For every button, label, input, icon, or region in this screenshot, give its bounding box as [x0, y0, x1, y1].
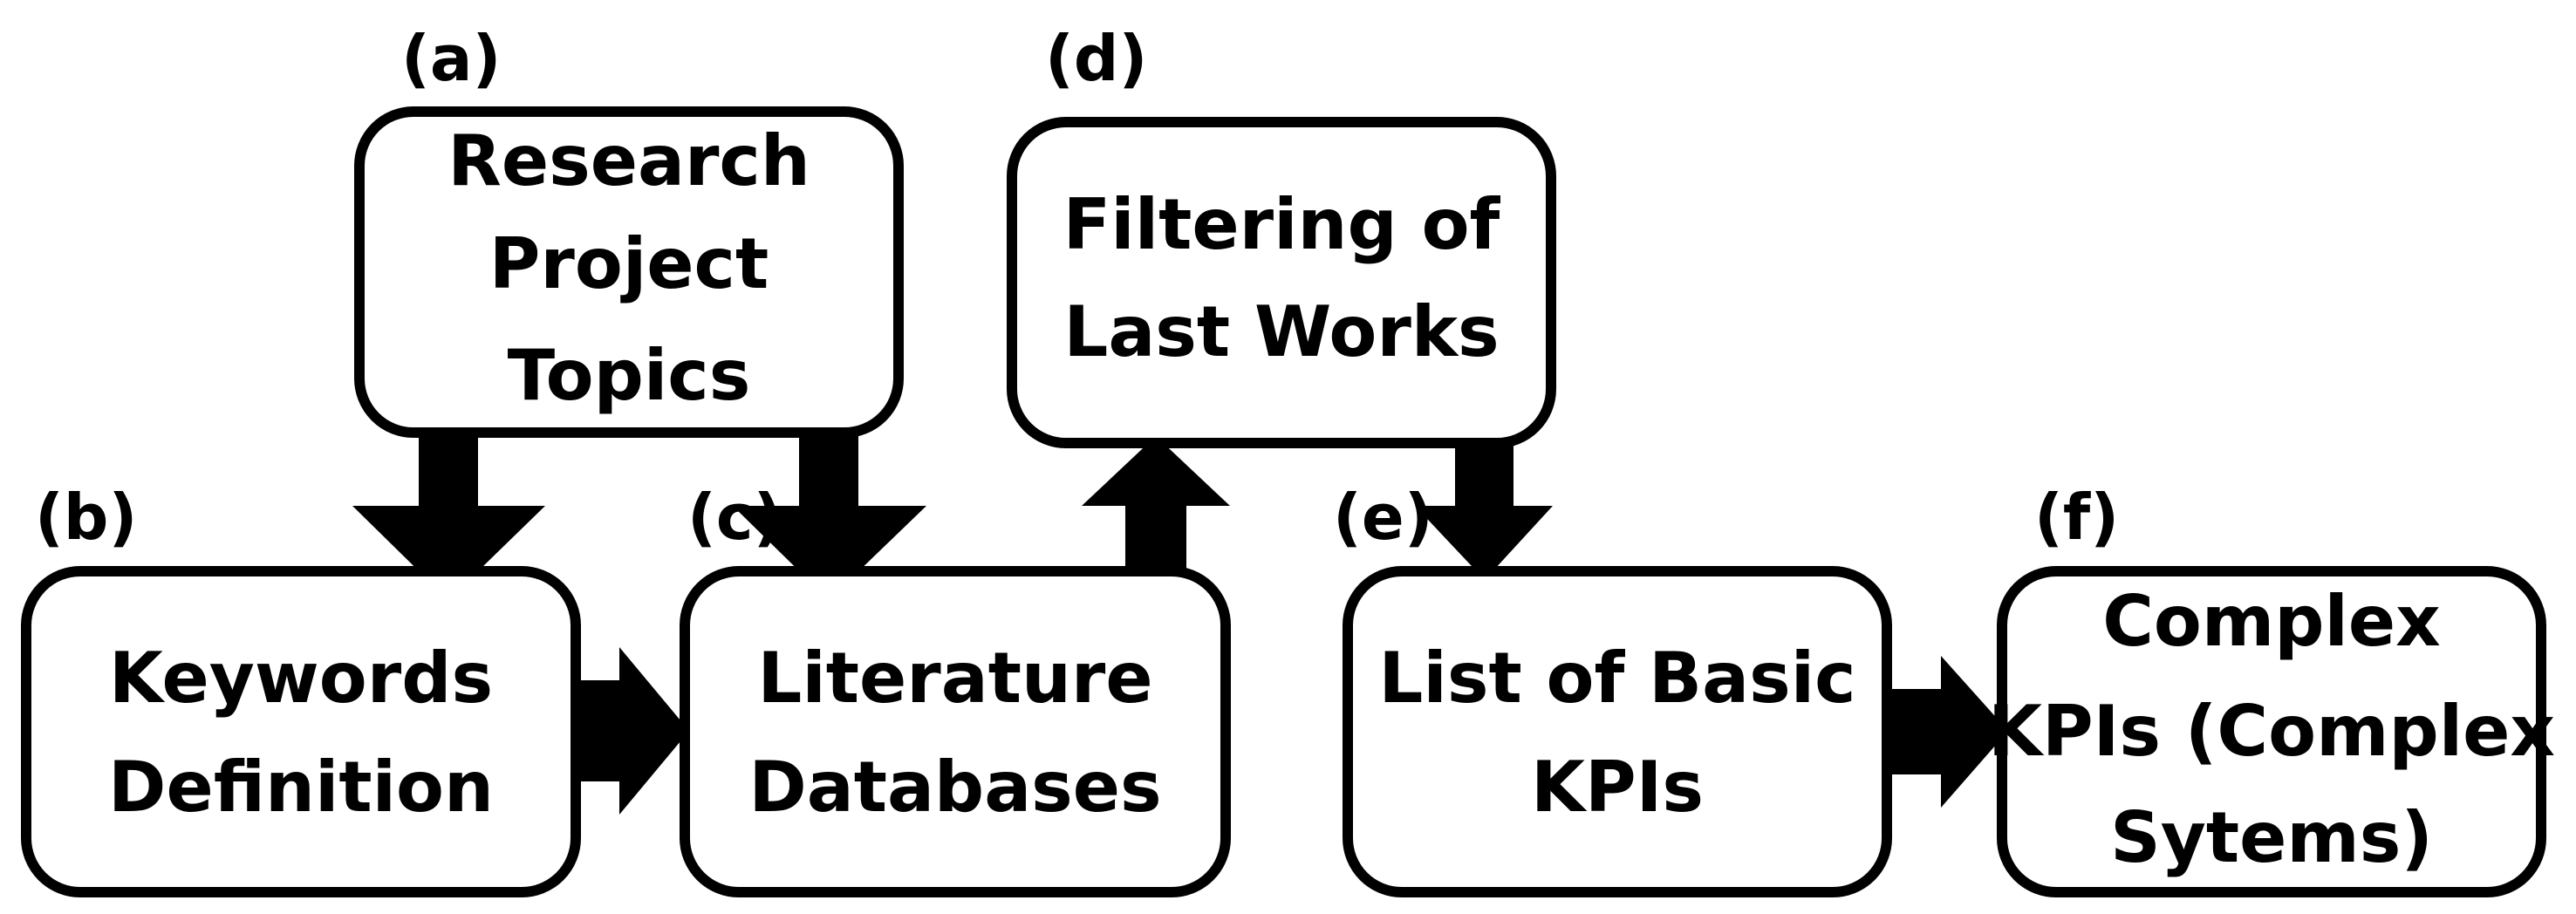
step-label-e: (e)	[1333, 481, 1433, 554]
box-literature-databases	[680, 566, 1231, 897]
box-b-text-line-1: Keywords	[109, 638, 493, 719]
box-f-text-line-3: Sytems)	[2110, 797, 2433, 878]
arrow-a-to-c	[733, 427, 926, 600]
box-b-text-line-2: Definition	[108, 747, 494, 828]
step-label-d: (d)	[1045, 22, 1147, 95]
box-research-project-topics	[354, 106, 904, 438]
box-d-text-line-1: Filtering of	[1063, 184, 1501, 265]
box-f-text-line-1: Complex	[2102, 581, 2441, 662]
arrow-a-to-b	[352, 427, 545, 600]
box-keywords-definition	[21, 566, 581, 897]
box-c-text-line-1: Literature	[757, 638, 1152, 719]
arrow-d-to-e	[1415, 440, 1553, 580]
box-a-text-line-1: Research	[448, 120, 810, 201]
box-a-text-line-2: Project	[489, 223, 769, 304]
box-e-text-line-1: List of Basic	[1378, 638, 1855, 719]
arrow-b-to-c	[571, 647, 689, 815]
box-e-text-line-2: KPIs	[1531, 747, 1704, 828]
box-list-basic-kpis	[1343, 566, 1892, 897]
box-d-text-line-2: Last Works	[1063, 291, 1499, 372]
step-label-c: (c)	[687, 481, 782, 554]
arrow-e-to-f	[1884, 656, 2008, 808]
arrow-c-to-d	[1082, 436, 1230, 576]
step-label-b: (b)	[35, 481, 137, 554]
box-a-text-line-3: Topics	[508, 335, 751, 416]
step-label-f: (f)	[2034, 481, 2119, 554]
box-complex-kpis	[1997, 566, 2546, 897]
box-filtering-last-works	[1007, 117, 1556, 448]
box-f-text-line-2: KPIs (Complex	[1988, 691, 2555, 772]
step-label-a: (a)	[401, 22, 501, 95]
box-c-text-line-2: Databases	[748, 747, 1161, 828]
